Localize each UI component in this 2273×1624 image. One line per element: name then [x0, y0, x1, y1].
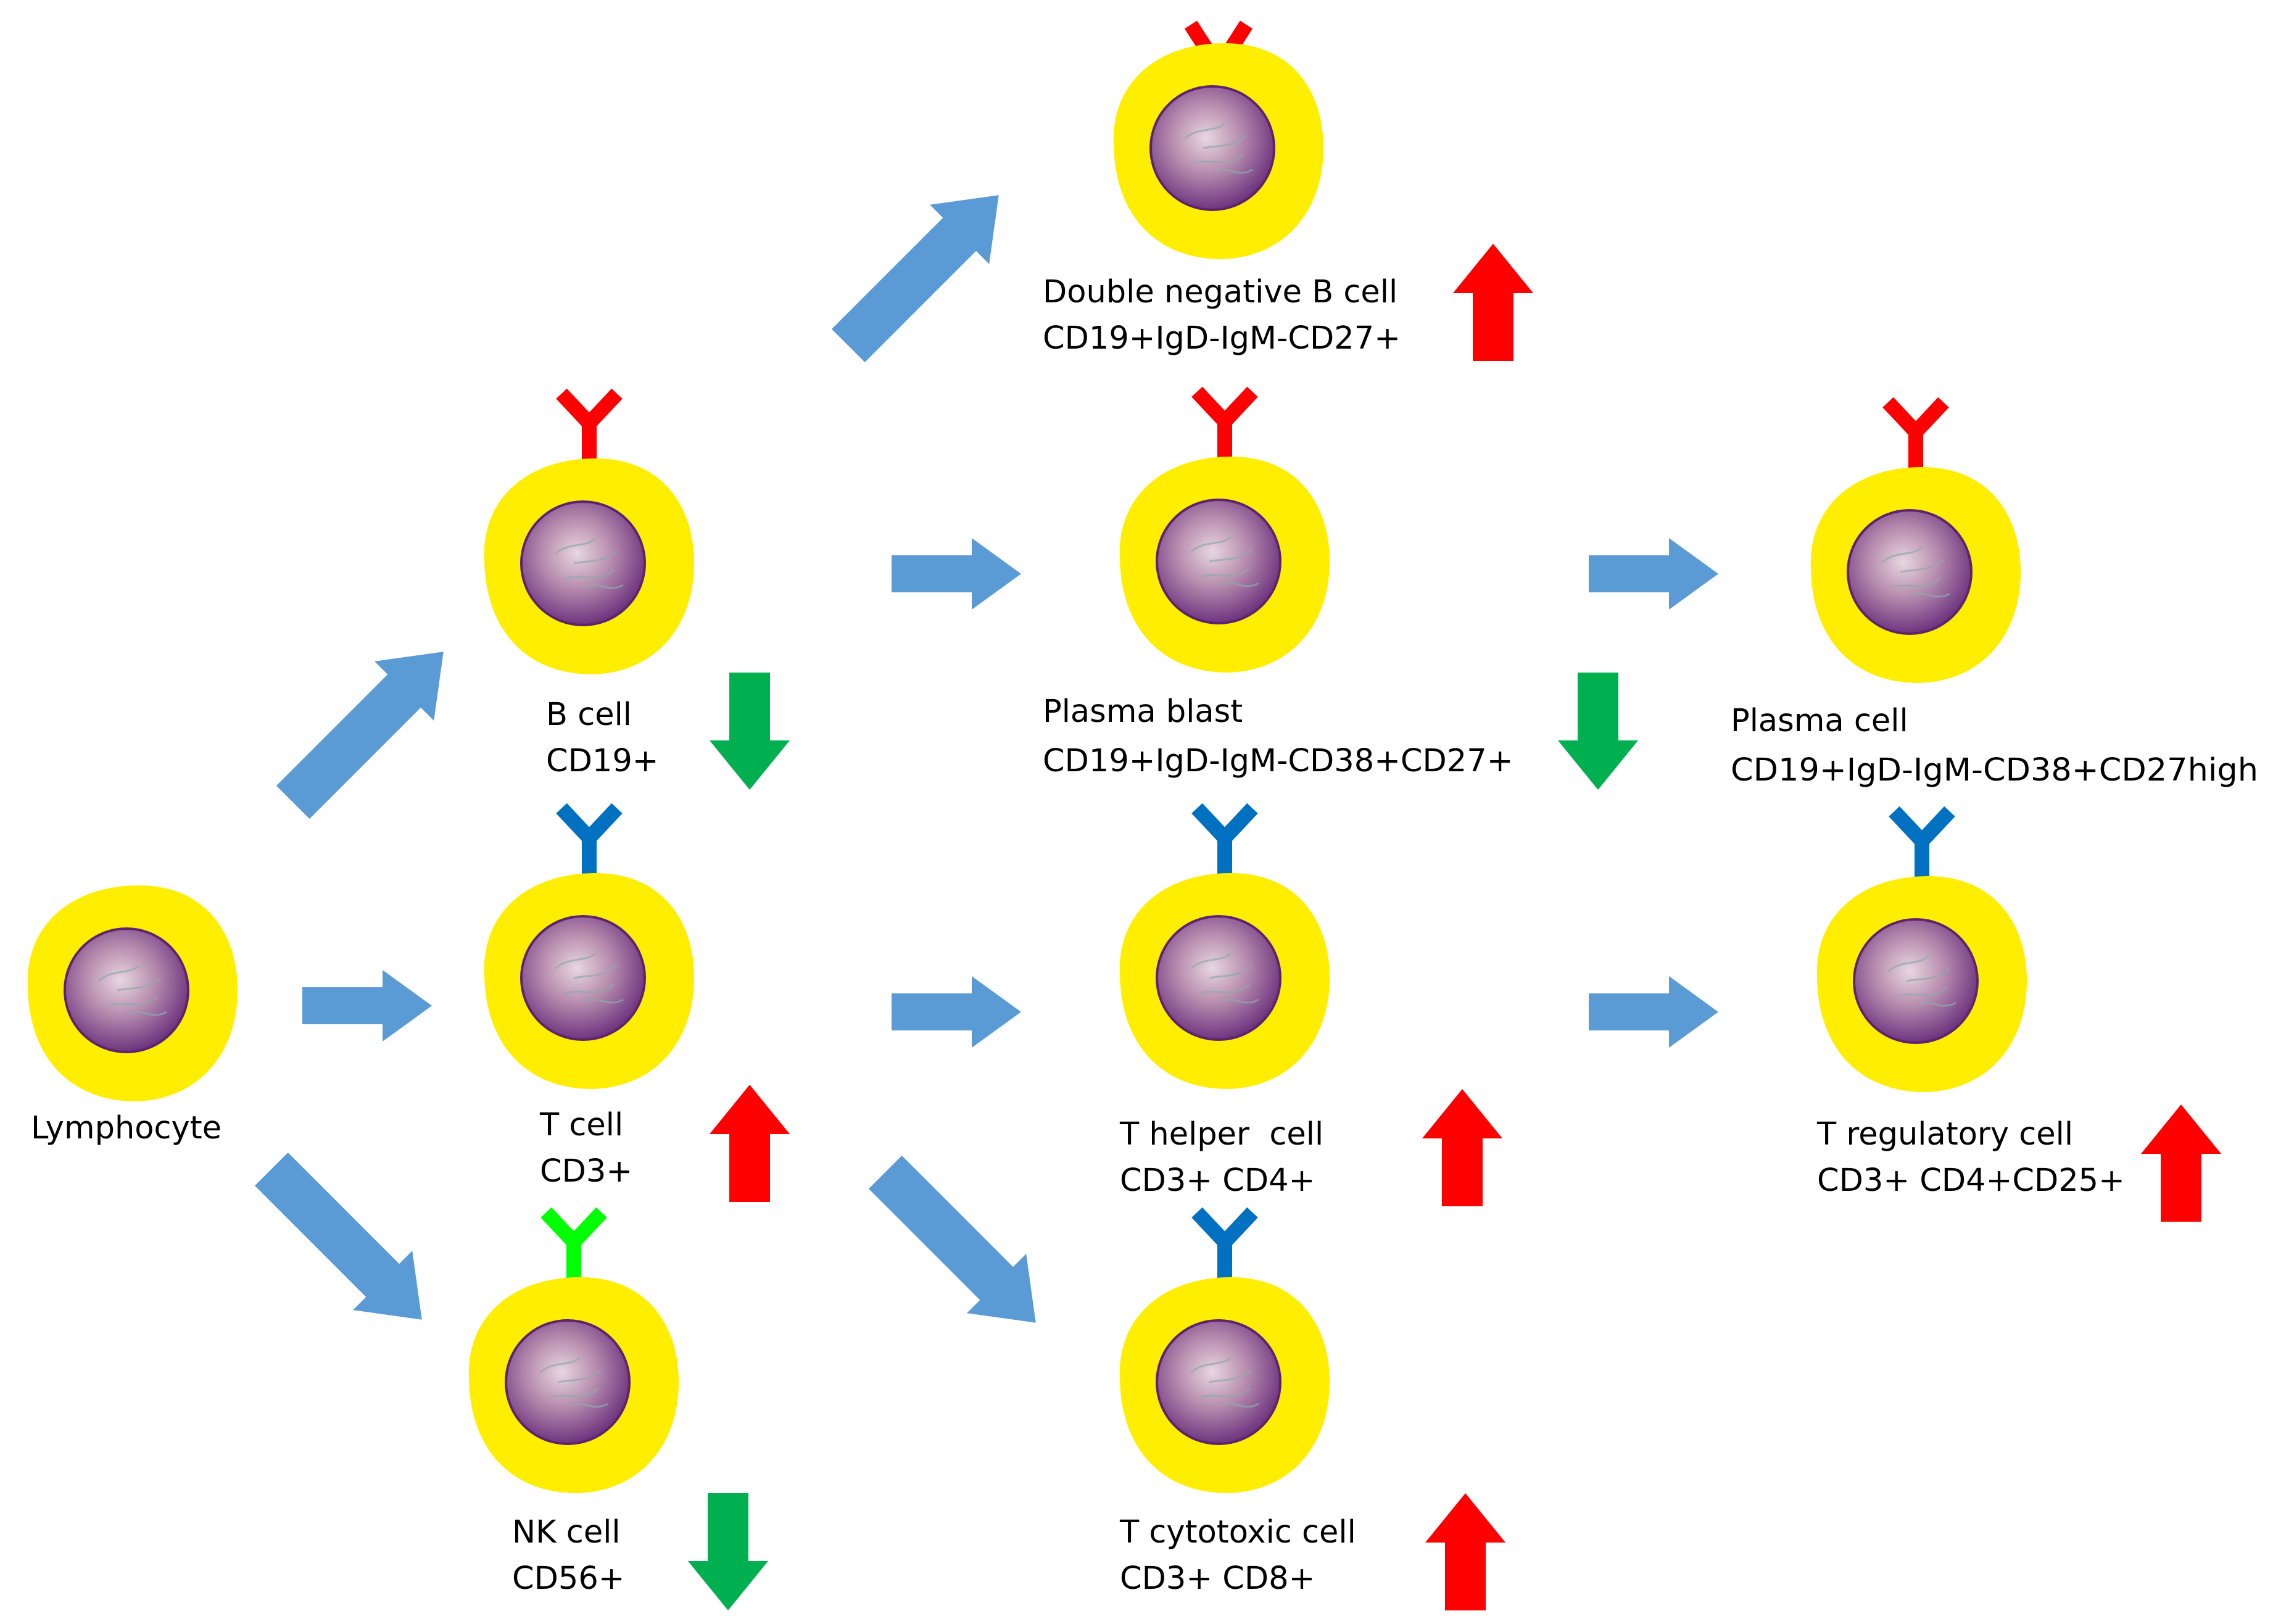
flow-arrow-lymphocyte-to-t-cell: [302, 970, 432, 1042]
increase-arrow-t-regulatory-cell: [2141, 1104, 2221, 1222]
label-t-cell-name: T cell: [539, 1107, 623, 1143]
receptor-blue-arms: [1889, 806, 1955, 852]
label-b-cell-markers: CD19+: [546, 743, 659, 779]
label-t-regulatory-markers: CD3+ CD4+CD25+: [1817, 1162, 2125, 1199]
receptor-blue-arms: [1191, 803, 1258, 849]
label-lymphocyte: Lymphocyte: [31, 1110, 222, 1146]
label-double-negative-markers: CD19+IgD-IgM-CD27+: [1043, 320, 1401, 357]
flow-arrow-b-cell-to-double-negative: [818, 165, 1029, 376]
label-plasma-cell-markers: CD19+IgD-IgM-CD38+CD27high: [1731, 752, 2258, 789]
cell-b-cell: [482, 388, 696, 676]
flow-arrow-b-cell-to-plasma-blast: [892, 538, 1021, 610]
label-plasma-blast-name: Plasma blast: [1043, 694, 1243, 730]
label-nk-cell-markers: CD56+: [512, 1560, 625, 1597]
flow-arrow-plasma-blast-to-plasma-cell: [1589, 538, 1718, 610]
cell-nk-cell: [467, 1207, 681, 1494]
receptor-red-arms: [1882, 397, 1949, 443]
label-t-regulatory-name: T regulatory cell: [1816, 1116, 2073, 1153]
cell-t-cytotoxic-cell: [1118, 1207, 1331, 1494]
receptor-red-arms: [556, 388, 623, 434]
flow-arrow-t-cell-to-t-cytotoxic: [855, 1142, 1066, 1353]
label-b-cell-name: B cell: [546, 697, 632, 733]
flow-arrow-t-cell-to-t-helper: [892, 976, 1021, 1048]
cell-lymphocyte: [26, 884, 239, 1103]
cell-plasma-cell: [1809, 397, 2023, 684]
cell-plasma-blast: [1118, 386, 1331, 674]
receptor-blue-arms: [556, 803, 623, 849]
label-t-helper-markers: CD3+ CD4+: [1120, 1162, 1315, 1199]
cell-t-helper-cell: [1118, 803, 1331, 1090]
receptor-red-arms: [1191, 386, 1258, 433]
increase-arrow-t-helper-cell: [1422, 1089, 1502, 1206]
increase-arrow-double-negative-b-cell: [1453, 244, 1533, 361]
label-t-cytotoxic-markers: CD3+ CD8+: [1120, 1560, 1315, 1597]
receptor-green-arms: [540, 1207, 607, 1253]
label-nk-cell-name: NK cell: [512, 1514, 621, 1551]
increase-arrow-t-cell: [710, 1085, 790, 1202]
receptor-blue-arms: [1191, 1207, 1258, 1253]
label-double-negative-name: Double negative B cell: [1043, 274, 1397, 310]
cell-t-cell: [482, 803, 696, 1090]
label-t-cytotoxic-name: T cytotoxic cell: [1119, 1514, 1356, 1551]
flow-arrow-lymphocyte-to-b-cell: [263, 622, 473, 832]
increase-arrow-t-cytotoxic-cell: [1425, 1493, 1505, 1610]
decrease-arrow-plasma-blast: [1558, 673, 1638, 790]
decrease-arrow-nk-cell: [688, 1493, 768, 1610]
cell-t-regulatory-cell: [1815, 806, 2029, 1093]
label-t-helper-name: T helper cell: [1119, 1116, 1323, 1153]
flow-arrow-lymphocyte-to-nk-cell: [241, 1139, 452, 1349]
decrease-arrow-b-cell: [710, 673, 790, 790]
flow-arrow-t-helper-to-t-regulatory: [1589, 976, 1718, 1048]
label-plasma-blast-markers: CD19+IgD-IgM-CD38+CD27+: [1043, 743, 1513, 779]
label-plasma-cell-name: Plasma cell: [1731, 703, 1908, 739]
cell-double-negative-b-cell: [1112, 20, 1325, 260]
label-t-cell-markers: CD3+: [540, 1153, 632, 1190]
